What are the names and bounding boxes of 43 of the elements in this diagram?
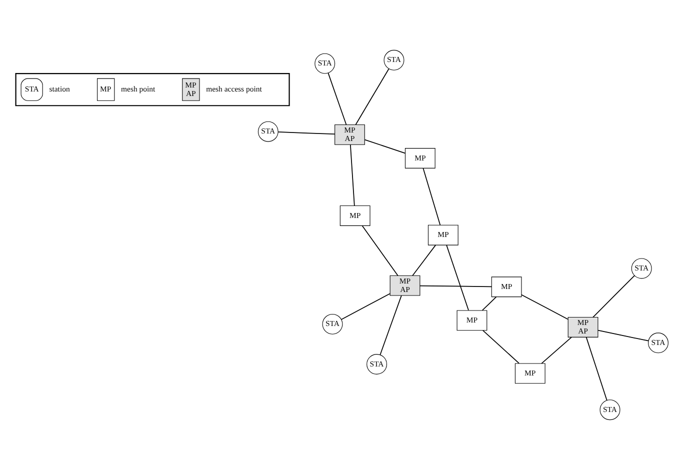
label: MP <box>100 84 112 94</box>
node-box: MP <box>514 363 546 384</box>
connector <box>598 330 649 342</box>
connector <box>350 144 355 206</box>
node-box: MP <box>491 276 522 298</box>
connector <box>482 296 497 311</box>
connector <box>328 72 347 126</box>
connector <box>362 225 398 276</box>
connector <box>420 285 492 288</box>
node-box: MP AP <box>568 317 598 338</box>
node-circle: STA <box>366 354 387 374</box>
label: STA <box>24 84 39 94</box>
node-circle: STA <box>384 50 404 70</box>
connector <box>364 139 406 154</box>
node-circle: STA <box>631 258 652 279</box>
node-box: MP AP <box>390 275 420 296</box>
node-box: MP <box>428 224 458 246</box>
label: AP <box>186 88 196 98</box>
connector <box>355 68 390 126</box>
legend-label: station <box>49 84 70 94</box>
connector <box>446 244 469 311</box>
connector <box>340 293 390 320</box>
label: MP <box>185 80 196 90</box>
connector <box>278 132 336 135</box>
connector <box>380 295 402 356</box>
node-box: MP <box>404 148 436 168</box>
connector <box>422 168 441 226</box>
node-circle: STA <box>314 53 336 74</box>
node-box: MP AP <box>334 124 365 145</box>
node-circle: STA <box>322 314 343 334</box>
connector <box>412 244 436 276</box>
node-circle: STA <box>648 332 668 354</box>
connector <box>521 294 568 320</box>
connector <box>541 336 572 364</box>
legend-label: mesh access point <box>206 84 262 94</box>
connector <box>482 330 520 364</box>
node-box: MP <box>340 206 370 226</box>
node-box: MP <box>456 310 488 331</box>
connector <box>592 275 635 318</box>
node-circle: STA <box>600 400 620 420</box>
legend-label: mesh point <box>121 84 156 94</box>
node-circle: STA <box>258 121 278 142</box>
connector <box>586 336 608 401</box>
